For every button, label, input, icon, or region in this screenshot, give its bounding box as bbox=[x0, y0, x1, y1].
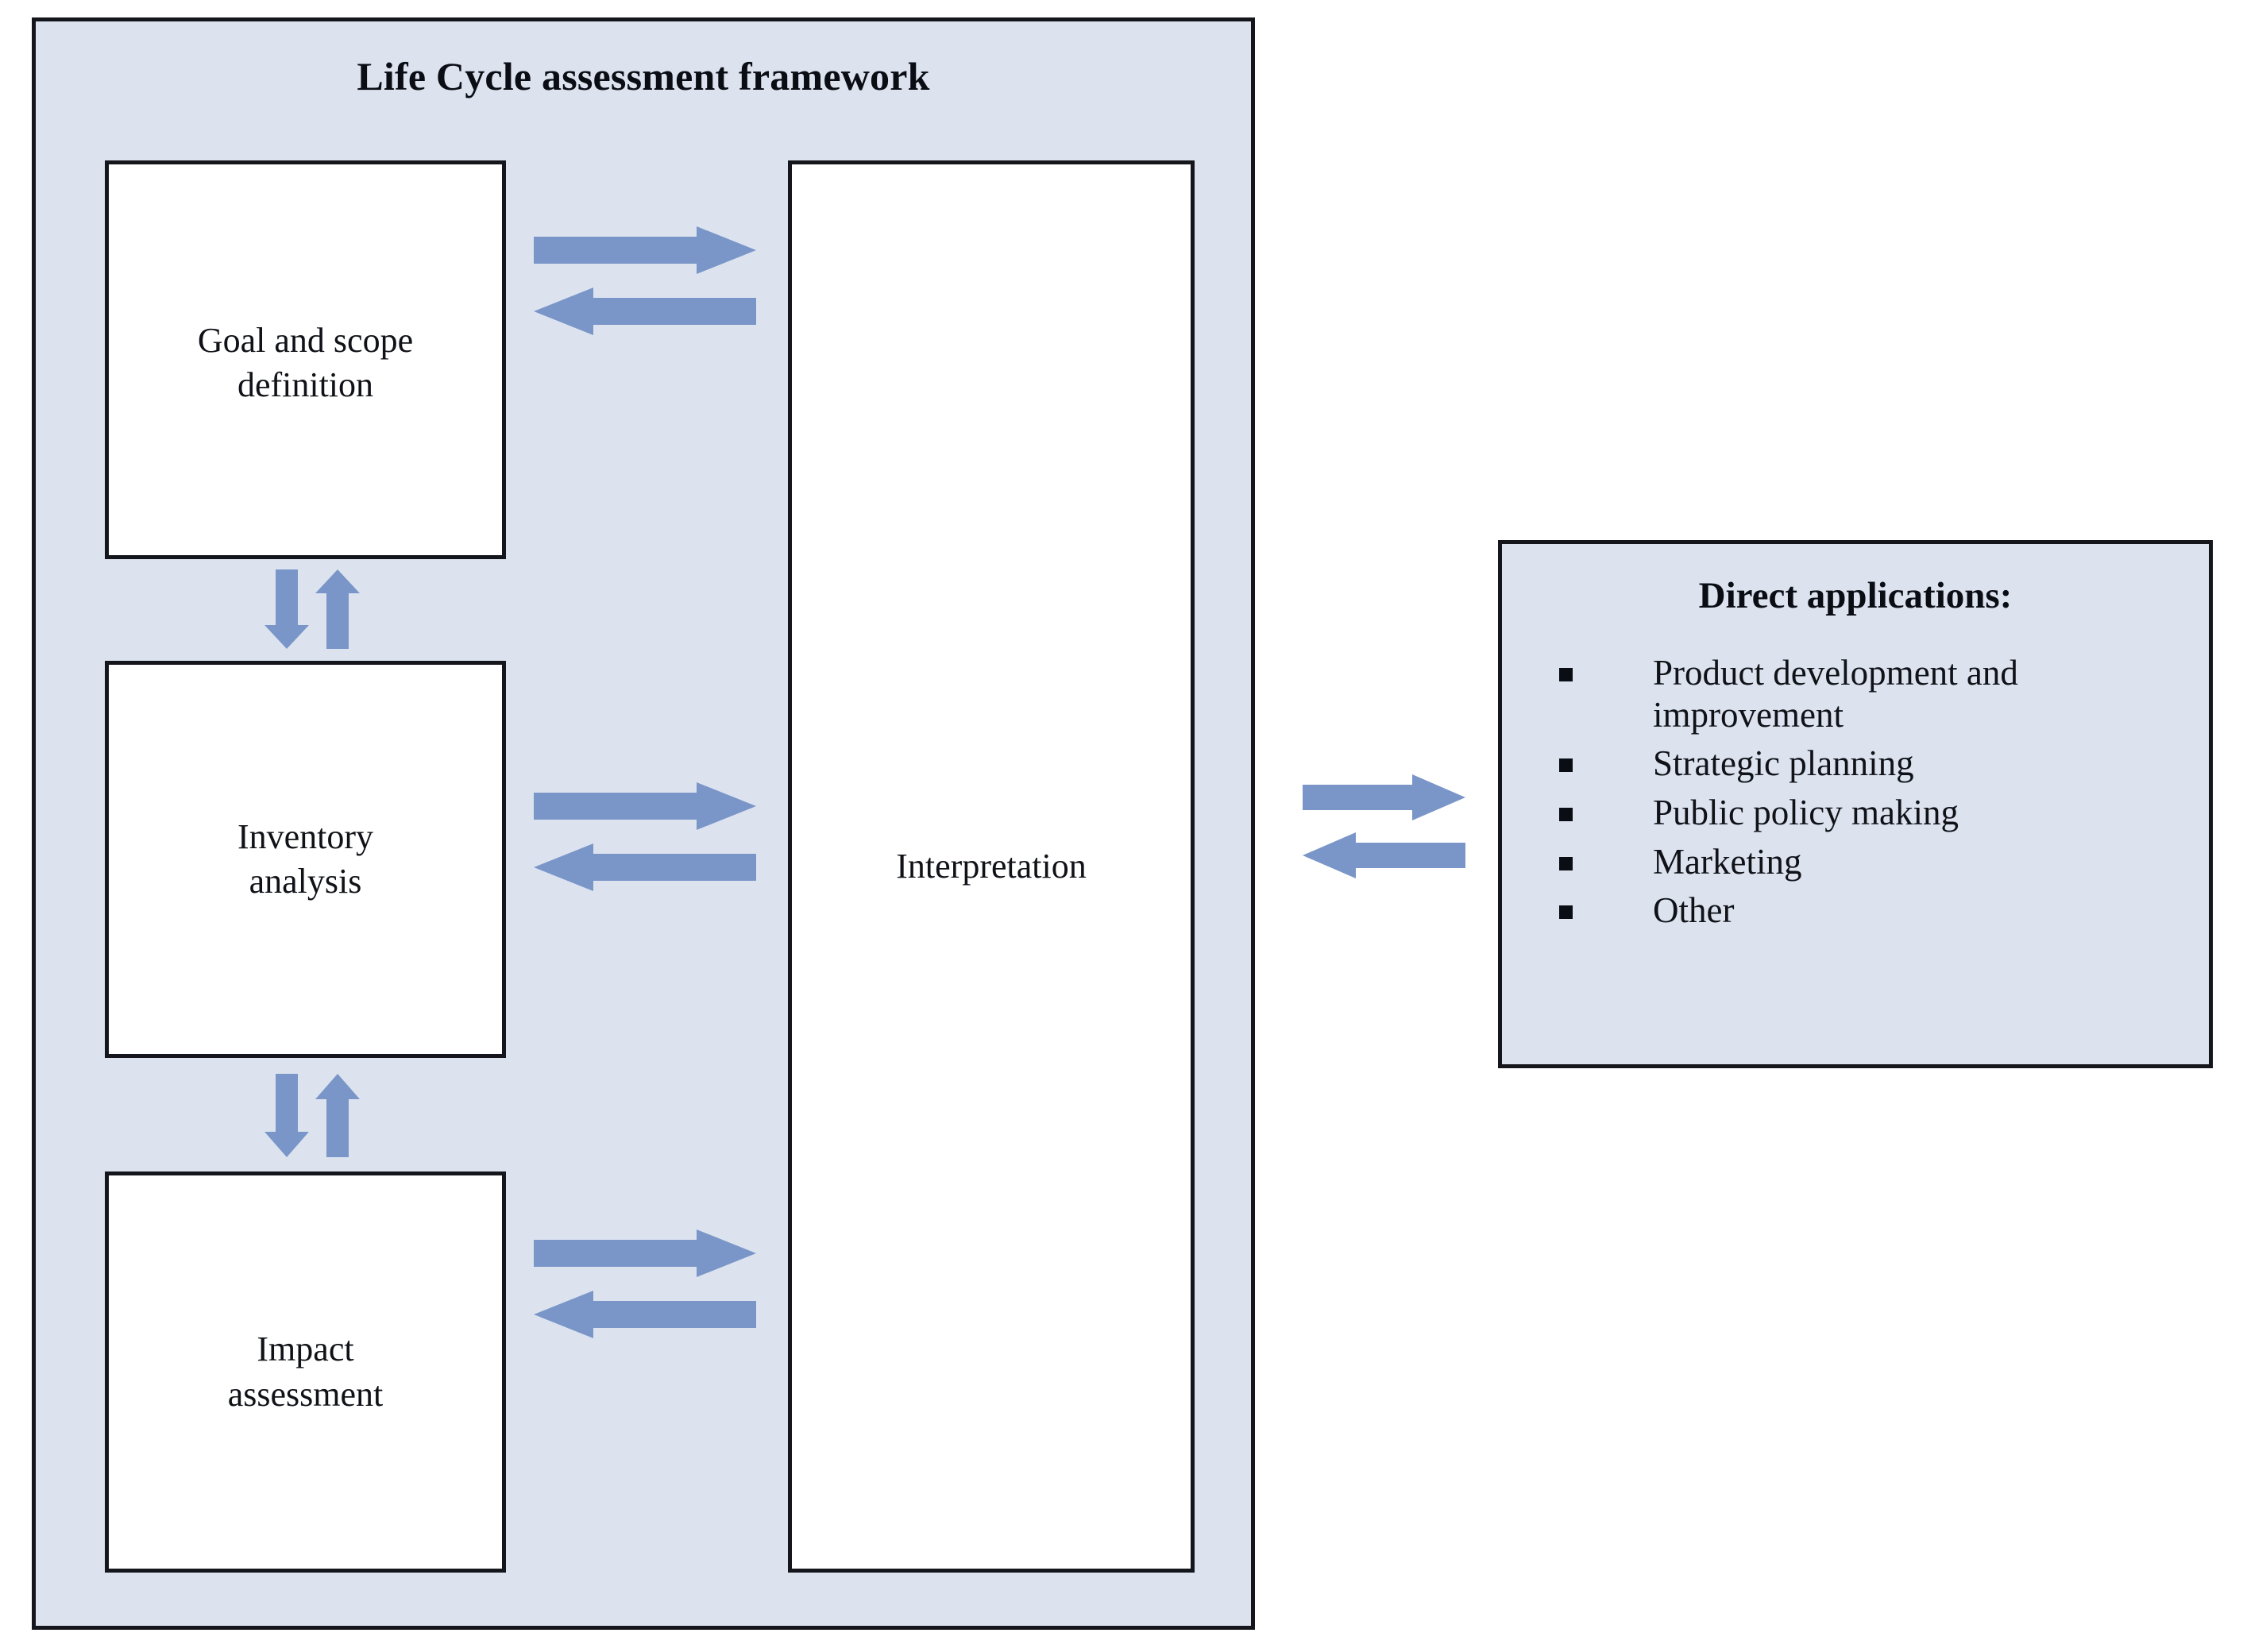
arrow-inventory-to-goal-up-icon bbox=[315, 569, 360, 649]
arrow-applications-to-framework-left-icon bbox=[1303, 832, 1465, 878]
list-item: Strategic planning bbox=[1559, 743, 2209, 785]
direct-applications-list: Product development and improvement Stra… bbox=[1502, 652, 2209, 932]
arrow-interpretation-to-goal-left-icon bbox=[534, 288, 756, 335]
stage-box-impact-assessment[interactable]: Impact assessment bbox=[105, 1171, 506, 1573]
list-item-label: Strategic planning bbox=[1653, 743, 1914, 784]
square-bullet-icon bbox=[1559, 807, 1573, 821]
arrow-framework-to-applications-right-icon bbox=[1303, 774, 1465, 820]
arrow-impact-to-inventory-up-icon bbox=[315, 1074, 360, 1157]
arrow-interpretation-to-inventory-left-icon bbox=[534, 843, 756, 891]
list-item-label: Other bbox=[1653, 890, 1735, 931]
arrow-interpretation-to-impact-left-icon bbox=[534, 1291, 756, 1338]
list-item: Other bbox=[1559, 890, 2209, 932]
stage-box-interpretation[interactable]: Interpretation bbox=[788, 160, 1195, 1573]
square-bullet-icon bbox=[1559, 668, 1573, 681]
arrow-inventory-to-impact-down-icon bbox=[264, 1074, 309, 1157]
square-bullet-icon bbox=[1559, 856, 1573, 870]
stage-box-goal-and-scope-definition[interactable]: Goal and scope definition bbox=[105, 160, 506, 559]
arrow-goal-to-inventory-down-icon bbox=[264, 569, 309, 649]
list-item: Marketing bbox=[1559, 841, 2209, 883]
direct-applications-title: Direct applications: bbox=[1698, 575, 2013, 616]
page-title: Life Cycle assessment framework bbox=[357, 54, 930, 98]
arrow-impact-to-interpretation-right-icon bbox=[534, 1229, 756, 1277]
stage-label-impact-assessment: Impact assessment bbox=[227, 1330, 384, 1414]
list-item-label: Marketing bbox=[1653, 841, 1802, 882]
square-bullet-icon bbox=[1559, 758, 1573, 773]
direct-applications-panel: Direct applications: Product development… bbox=[1498, 540, 2213, 1068]
list-item: Public policy making bbox=[1559, 792, 2209, 834]
stage-box-inventory-analysis[interactable]: Inventory analysis bbox=[105, 661, 506, 1058]
square-bullet-icon bbox=[1559, 905, 1573, 920]
list-item-label: Product development and improvement bbox=[1653, 653, 2018, 735]
stage-label-goal-and-scope-definition: Goal and scope definition bbox=[197, 320, 414, 404]
arrow-goal-to-interpretation-right-icon bbox=[534, 226, 756, 274]
list-item-label: Public policy making bbox=[1653, 792, 1959, 832]
list-item: Product development and improvement bbox=[1559, 652, 2209, 735]
arrow-inventory-to-interpretation-right-icon bbox=[534, 782, 756, 830]
stage-label-interpretation: Interpretation bbox=[896, 846, 1087, 886]
stage-label-inventory-analysis: Inventory analysis bbox=[237, 816, 374, 901]
